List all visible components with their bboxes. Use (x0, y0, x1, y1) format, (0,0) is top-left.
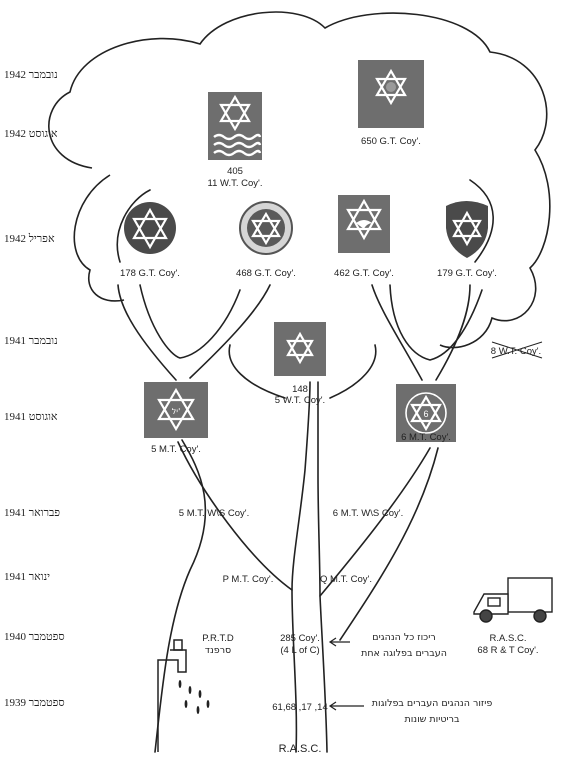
star-of-david-icon (286, 331, 314, 365)
label-5wt: 5 W.T. Coy'. (275, 395, 325, 406)
badge-6mt-text: 6 (423, 409, 428, 419)
shield-icon (446, 201, 488, 258)
label-6mt: 6 M.T. Coy'. (401, 432, 451, 443)
waves-icon (213, 133, 262, 157)
disbanded-8wt: 8 W.T. Coy'. (491, 341, 543, 359)
badge-178gt (124, 202, 176, 254)
dove-icon (356, 220, 372, 229)
label-468gt: 468 G.T. Coy'. (236, 268, 296, 279)
label-650gt: 650 G.T. Coy'. (361, 136, 421, 147)
date-label-apr-1942: אפריל 1942 (4, 233, 55, 245)
label-prtd: P.R.T.D (202, 633, 234, 644)
timeline: נובמבר 1942 אוגוסט 1942 אפריל 1942 נובמב… (4, 69, 65, 709)
date-label-sep-1939: ספטמבר 1939 (4, 697, 65, 709)
date-label-aug-1941: אוגוסט 1941 (4, 411, 58, 423)
tree-branches (116, 179, 494, 753)
date-label-nov-1942: נובמבר 1942 (4, 69, 58, 81)
label-rasc-truck: R.A.S.C. (490, 633, 527, 644)
badge-179gt (446, 201, 488, 258)
label-11wt: 11 W.T. Coy'. (208, 178, 263, 189)
label-sarafand: סרפנד (205, 645, 231, 656)
star-of-david-icon (410, 394, 442, 432)
arrow-scattering (328, 701, 364, 711)
truck-icon (473, 577, 553, 623)
faucet-icon (157, 639, 210, 752)
tree-crown-outline (48, 11, 551, 349)
label-405: 405 (227, 166, 243, 177)
label-148: 148 (292, 384, 308, 395)
note-concentration-line2: העברים בפלוגה אחת (361, 648, 447, 659)
date-label-nov-1941: נובמבר 1941 (4, 335, 58, 347)
date-label-aug-1942: אוגוסט 1942 (4, 128, 58, 140)
label-179gt: 179 G.T. Coy'. (437, 268, 497, 279)
label-4loc: (4 L of C) (280, 645, 319, 656)
badge-5mt: יל' (144, 382, 208, 438)
date-label-feb-1941: פברואר 1941 (4, 507, 60, 519)
label-5mt: 5 M.T. Coy'. (151, 444, 201, 455)
badge-405-11wt (208, 92, 262, 160)
star-of-david-icon (132, 207, 168, 250)
badge-650gt (358, 60, 424, 128)
label-coys-1939: 61,68 ,17 ,14 (272, 702, 327, 713)
label-qmt: Q M.T. Coy'. (320, 574, 372, 585)
note-scattering-line2: בריטיות שונות (404, 714, 460, 725)
label-178gt: 178 G.T. Coy'. (120, 268, 180, 279)
badge-5mt-text: יל' (172, 407, 181, 416)
label-6mt-ws: 6 M.T. W\S Coy'. (333, 508, 403, 519)
note-scattering-line1: פיזור הנהגים העברים בפלוגות (372, 698, 493, 709)
badge-6mt: 6 (396, 384, 456, 442)
star-of-david-icon (452, 210, 482, 247)
date-label-sep-1940: ספטמבר 1940 (4, 631, 65, 643)
star-of-david-icon (219, 94, 251, 132)
badge-468gt (239, 201, 293, 255)
star-of-david-icon (251, 211, 281, 246)
badge-148-5wt (274, 322, 326, 376)
star-of-david-icon (157, 387, 195, 432)
label-pmt: P M.T. Coy'. (223, 574, 274, 585)
label-rasc-root: R.A.S.C. (279, 743, 322, 755)
label-285: 285 Coy'. (280, 633, 320, 644)
label-8wt: 8 W.T. Coy'. (491, 346, 541, 357)
star-of-david-icon (375, 68, 407, 106)
label-5mt-ws: 5 M.T. W\S Coy'. (179, 508, 249, 519)
badge-462gt (338, 195, 390, 253)
arrow-concentration (328, 637, 350, 647)
label-462gt: 462 G.T. Coy'. (334, 268, 394, 279)
note-concentration-line1: ריכוז כל הנהגים (372, 632, 435, 643)
label-68-rt: 68 R & T Coy'. (477, 645, 538, 656)
date-label-jan-1941: ינואר 1941 (4, 571, 50, 583)
